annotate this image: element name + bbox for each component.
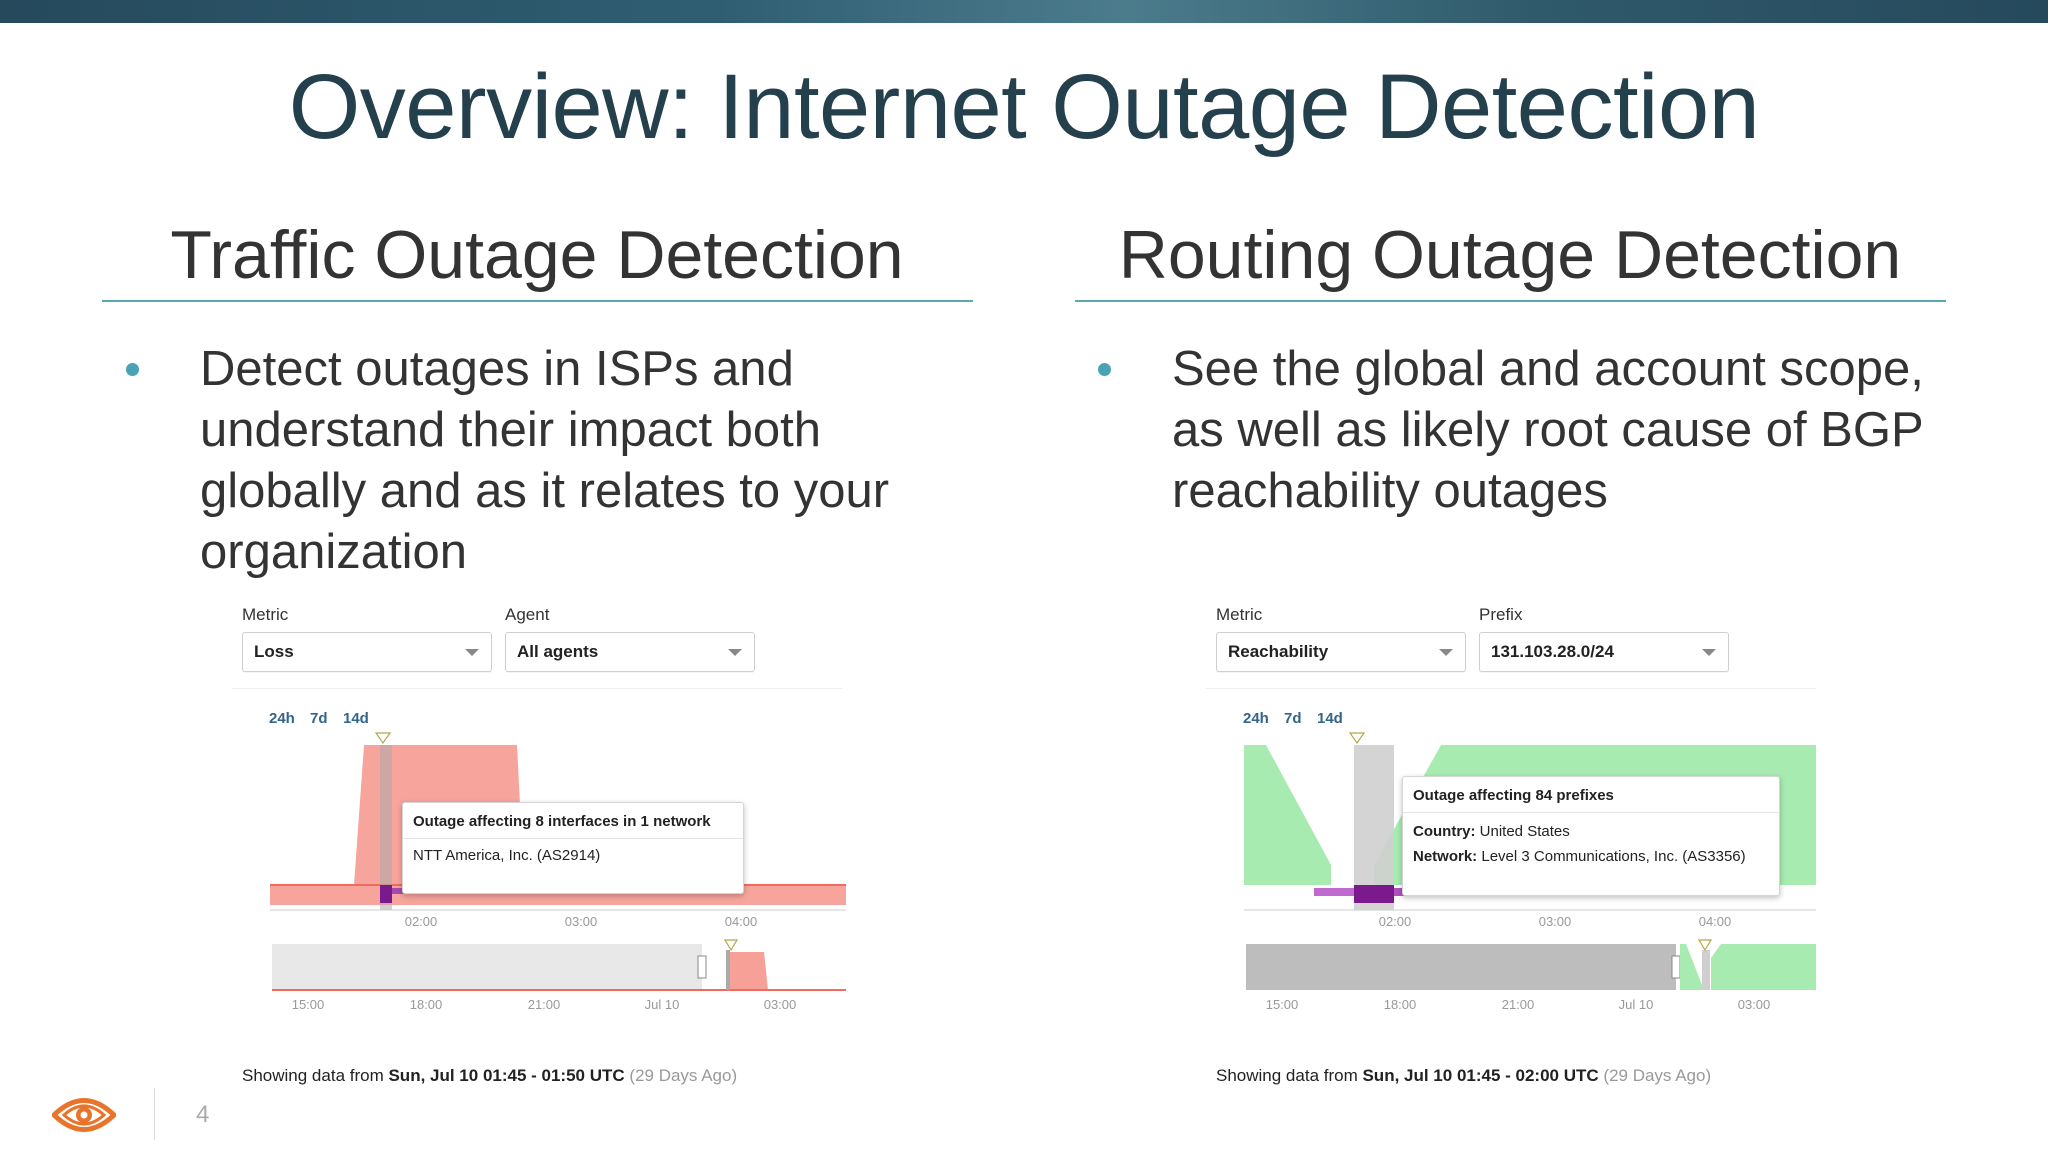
- top-banner: [0, 0, 2048, 23]
- outage-tooltip: Outage affecting 84 prefixes Country: Un…: [1402, 776, 1780, 896]
- tooltip-country-key: Country:: [1413, 823, 1476, 840]
- status-prefix: Showing data from: [1216, 1066, 1363, 1085]
- panel-divider: [1206, 688, 1816, 689]
- triangle-marker-icon: [1697, 939, 1713, 952]
- metric-select-value: Reachability: [1228, 642, 1329, 661]
- overview-axis-tick: 18:00: [1384, 997, 1417, 1012]
- overview-window[interactable]: [1246, 944, 1676, 990]
- selection-marker[interactable]: [1354, 745, 1394, 910]
- traffic-outage-panel: Metric Loss Agent All agents 24h 7d 14d …: [232, 600, 852, 1100]
- tooltip-country-value: United States: [1475, 823, 1570, 840]
- right-bullet-text: See the global and account scope, as wel…: [1172, 342, 1924, 518]
- prefix-select-value: 131.103.28.0/24: [1491, 642, 1614, 661]
- main-axis-tick: 02:00: [405, 914, 438, 929]
- routing-outage-panel: Metric Reachability Prefix 131.103.28.0/…: [1206, 600, 1826, 1100]
- agent-label: Agent: [505, 605, 550, 624]
- triangle-marker-icon: [723, 939, 739, 952]
- overview-handle[interactable]: [1671, 955, 1681, 979]
- range-14d-link[interactable]: 14d: [343, 710, 369, 727]
- left-heading-rule: [102, 300, 973, 302]
- left-bullet-text: Detect outages in ISPs and understand th…: [200, 342, 890, 579]
- overview-axis-tick: 21:00: [1502, 997, 1535, 1012]
- tooltip-network-value: Level 3 Communications, Inc. (AS3356): [1477, 848, 1746, 865]
- range-24h-link[interactable]: 24h: [269, 710, 295, 727]
- overview-handle[interactable]: [697, 955, 707, 979]
- range-14d-link[interactable]: 14d: [1317, 710, 1343, 727]
- overview-axis-tick: 21:00: [528, 997, 561, 1012]
- chevron-down-icon: [728, 649, 742, 656]
- range-7d-link[interactable]: 7d: [310, 710, 328, 727]
- selection-marker[interactable]: [380, 745, 392, 910]
- right-heading-rule: [1075, 300, 1946, 302]
- chevron-down-icon: [1439, 649, 1453, 656]
- main-axis-tick: 03:00: [1539, 914, 1572, 929]
- metric-select[interactable]: Reachability: [1216, 632, 1466, 672]
- overview-axis-tick: 03:00: [764, 997, 797, 1012]
- status-suffix: (29 Days Ago): [1603, 1066, 1712, 1085]
- slide-title: Overview: Internet Outage Detection: [288, 56, 1760, 158]
- status-range: Sun, Jul 10 01:45 - 01:50 UTC: [388, 1066, 625, 1085]
- agent-select-value: All agents: [517, 642, 599, 661]
- overview-selection: [726, 950, 730, 990]
- overview-axis-tick: Jul 10: [1619, 997, 1654, 1012]
- outage-tooltip: Outage affecting 8 interfaces in 1 netwo…: [402, 802, 744, 894]
- right-bullet-dot: [1098, 363, 1111, 376]
- panel-divider: [232, 688, 842, 689]
- status-line: Showing data from Sun, Jul 10 01:45 - 01…: [242, 1066, 737, 1086]
- main-axis-tick: 03:00: [565, 914, 598, 929]
- main-axis-tick: 04:00: [1699, 914, 1732, 929]
- status-suffix: (29 Days Ago): [629, 1066, 738, 1085]
- overview-window[interactable]: [272, 944, 702, 990]
- tooltip-network: NTT America, Inc. (AS2914): [413, 847, 601, 864]
- eye-logo-icon: [52, 1098, 116, 1132]
- status-line: Showing data from Sun, Jul 10 01:45 - 02…: [1216, 1066, 1711, 1086]
- range-7d-link[interactable]: 7d: [1284, 710, 1302, 727]
- metric-label: Metric: [1216, 605, 1263, 624]
- tooltip-country: Country: United States: [1403, 813, 1779, 844]
- metric-select-value: Loss: [254, 642, 294, 661]
- outage-event-bar[interactable]: [380, 885, 392, 903]
- main-axis-tick: 02:00: [1379, 914, 1412, 929]
- routing-outage-heading: Routing Outage Detection: [1118, 217, 1902, 293]
- main-axis-tick: 04:00: [725, 914, 758, 929]
- metric-select[interactable]: Loss: [242, 632, 492, 672]
- overview-axis-tick: 15:00: [292, 997, 325, 1012]
- footer-divider: [154, 1088, 155, 1140]
- overview-loss-spike: [726, 952, 768, 990]
- overview-axis-tick: 15:00: [1266, 997, 1299, 1012]
- tooltip-network-key: Network:: [1413, 848, 1478, 865]
- triangle-marker-icon: [374, 732, 392, 745]
- status-prefix: Showing data from: [242, 1066, 389, 1085]
- tooltip-network: Network: Level 3 Communications, Inc. (A…: [1403, 844, 1779, 869]
- outage-event-bar[interactable]: [1314, 888, 1354, 896]
- overview-axis-tick: Jul 10: [645, 997, 680, 1012]
- range-24h-link[interactable]: 24h: [1243, 710, 1269, 727]
- left-bullet-dot: [126, 363, 139, 376]
- overview-axis-tick: 18:00: [410, 997, 443, 1012]
- metric-label: Metric: [242, 605, 289, 624]
- overview-reachability: [1680, 944, 1816, 990]
- chevron-down-icon: [1702, 649, 1716, 656]
- prefix-select[interactable]: 131.103.28.0/24: [1479, 632, 1729, 672]
- agent-select[interactable]: All agents: [505, 632, 755, 672]
- tooltip-title: Outage affecting 8 interfaces in 1 netwo…: [403, 803, 743, 839]
- tooltip-title: Outage affecting 84 prefixes: [1403, 777, 1779, 813]
- triangle-marker-icon: [1348, 732, 1366, 745]
- chevron-down-icon: [465, 649, 479, 656]
- outage-event-bar[interactable]: [1354, 885, 1394, 903]
- overview-selection: [1702, 950, 1710, 990]
- status-range: Sun, Jul 10 01:45 - 02:00 UTC: [1362, 1066, 1599, 1085]
- prefix-label: Prefix: [1479, 605, 1523, 624]
- page-number: 4: [196, 1101, 210, 1128]
- overview-axis-tick: 03:00: [1738, 997, 1771, 1012]
- traffic-outage-heading: Traffic Outage Detection: [170, 217, 904, 293]
